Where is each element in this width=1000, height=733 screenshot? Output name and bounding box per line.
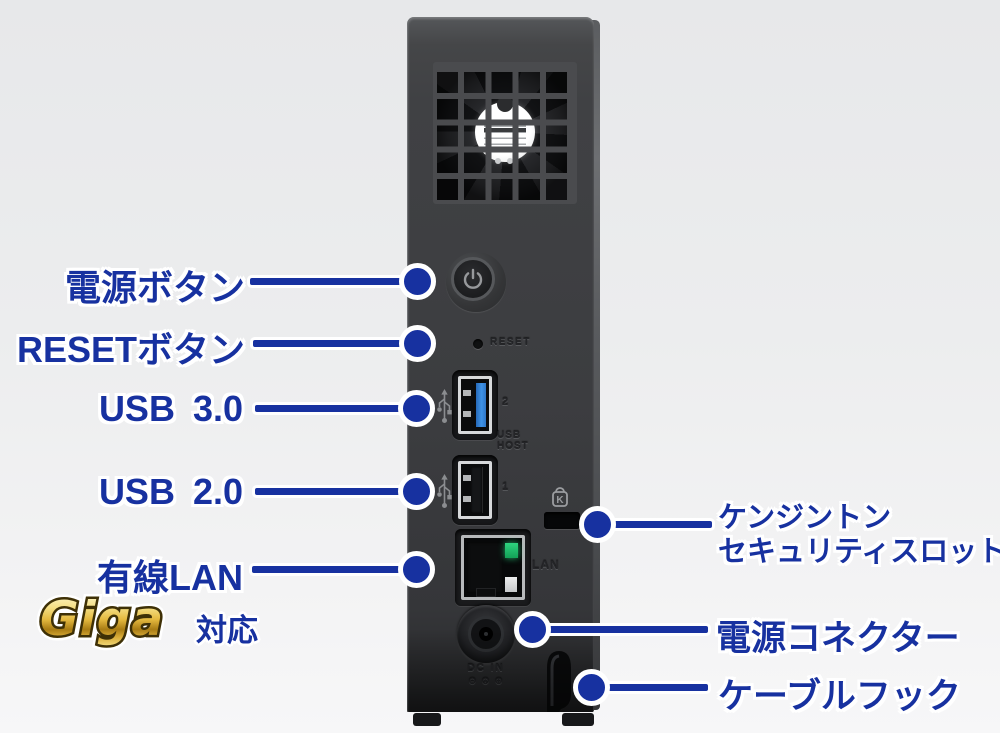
usb-icon — [437, 389, 452, 423]
usb-host-marking: USB HOST — [497, 430, 529, 452]
reset-marking: RESET — [490, 337, 531, 348]
leader-dot-power — [399, 263, 436, 300]
usb-host-line1: USB — [497, 430, 522, 441]
nas-rear-panel: RESET 2 USB HOST — [407, 17, 600, 729]
callout-kensington: ケンジントン セキュリティスロット — [718, 501, 1000, 569]
callout-lan: 有線LAN — [97, 557, 243, 598]
usb-contact — [463, 475, 471, 482]
callout-power-connector: 電源コネクター — [716, 619, 960, 658]
leader-dot-lan — [398, 551, 435, 588]
reset-pinhole[interactable] — [473, 339, 483, 349]
leader-dot-usb3 — [398, 390, 435, 427]
kensington-label-line2: セキュリティスロット — [718, 536, 1000, 568]
device-foot — [413, 713, 441, 726]
fan-grille — [433, 62, 577, 204]
rj45-opening — [467, 542, 503, 593]
panel-shadow — [407, 629, 593, 712]
device-foot — [562, 713, 594, 726]
usb3-port[interactable] — [452, 370, 498, 440]
usb2-connector — [458, 461, 492, 519]
power-button[interactable] — [451, 257, 495, 301]
usb3-connector — [458, 376, 492, 434]
giga-gold-fill: Giga — [40, 592, 165, 647]
leader-dot-usb2 — [398, 473, 435, 510]
kensington-lock-icon: K — [552, 487, 568, 507]
power-button-recess — [446, 252, 506, 312]
callout-usb2: USB 2.0 — [98, 471, 243, 512]
usb3-blue-tongue — [476, 383, 486, 427]
leader-dot-power-connector — [514, 611, 551, 648]
usb-contact — [463, 411, 471, 418]
kensington-label-line1: ケンジントン — [718, 502, 892, 534]
svg-text:K: K — [556, 495, 564, 506]
usb-icon — [437, 474, 452, 508]
rj45-clip-notch — [476, 588, 496, 597]
lan-marking: LAN — [532, 558, 560, 572]
usb2-port[interactable] — [452, 455, 498, 525]
lan-link-led — [505, 543, 518, 558]
leader-dot-reset — [399, 325, 436, 362]
leader-dot-kensington — [579, 506, 616, 543]
giga-outline-dark: Giga — [37, 590, 165, 650]
leader-line-usb3 — [255, 405, 405, 412]
giga-suffix: 対応 — [196, 613, 258, 648]
usb2-port-number: 1 — [502, 481, 509, 493]
usb-host-line2: HOST — [497, 441, 529, 452]
leader-line-cable-hook — [605, 684, 708, 691]
leader-line-power — [250, 278, 408, 285]
leader-line-reset — [253, 340, 406, 347]
device-side-edge — [590, 20, 600, 710]
usb3-port-number: 2 — [502, 396, 509, 408]
usb-contact — [463, 390, 471, 397]
leader-dot-cable-hook — [573, 669, 610, 706]
leader-line-lan — [252, 566, 405, 573]
callout-power-button: 電源ボタン — [64, 267, 245, 308]
usb2-tongue — [471, 467, 482, 513]
power-icon — [463, 268, 483, 289]
giga-badge: Giga Giga Giga 対応 — [35, 587, 258, 652]
giga-outline-white: Giga — [35, 587, 168, 652]
lan-port[interactable] — [455, 529, 531, 606]
callout-cable-hook: ケーブルフック — [718, 677, 961, 716]
leader-line-usb2 — [255, 488, 405, 495]
lan-activity-led — [505, 577, 517, 592]
callout-reset-button: RESETボタン — [16, 329, 245, 370]
leader-line-kensington — [612, 521, 712, 528]
callout-usb3: USB 3.0 — [98, 388, 243, 429]
giga-logo: Giga Giga Giga — [35, 587, 192, 652]
leader-line-power-connector — [547, 626, 708, 633]
grille-bars — [437, 66, 573, 200]
kensington-security-slot[interactable] — [544, 512, 580, 529]
rj45-jack — [461, 535, 525, 600]
usb-contact — [463, 496, 471, 503]
